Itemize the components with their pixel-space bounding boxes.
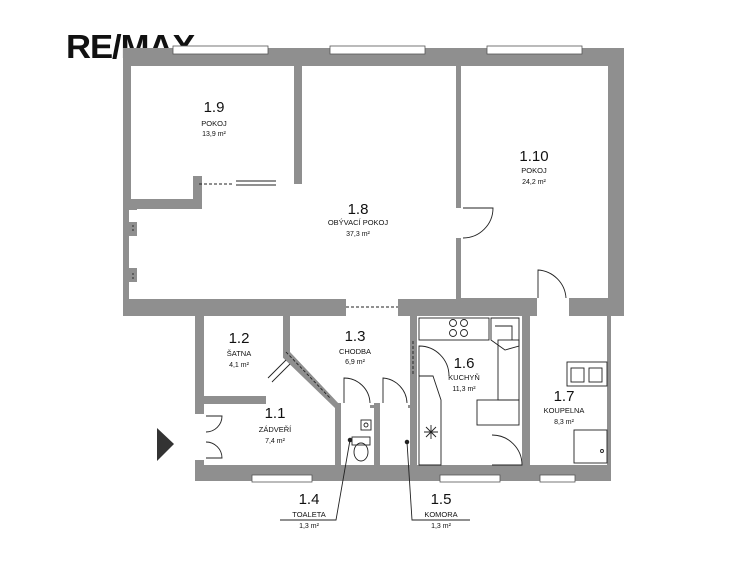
svg-text:1.5: 1.5	[431, 491, 452, 508]
room-label-1-5: 1.5 KOMORA 1,3 m²	[424, 491, 457, 530]
room-label-1-6: 1.6 KUCHYŇ 11,3 m²	[448, 355, 480, 393]
svg-text:ŠATNA: ŠATNA	[227, 349, 251, 358]
svg-text:1,3 m²: 1,3 m²	[299, 523, 320, 530]
svg-text:1.9: 1.9	[204, 99, 225, 116]
room-label-1-1: 1.1 ZÁDVEŘÍ 7,4 m²	[259, 405, 292, 445]
svg-text:4,1 m²: 4,1 m²	[229, 362, 250, 369]
entrance-arrow-icon	[157, 428, 174, 461]
kitchen-fittings	[418, 317, 520, 466]
svg-text:1.1: 1.1	[265, 405, 286, 422]
leader-lines	[280, 437, 470, 521]
room-label-1-8: 1.8 OBÝVACÍ POKOJ 37,3 m²	[328, 201, 389, 238]
walls	[123, 48, 624, 481]
room-label-1-9: 1.9 POKOJ 13,9 m²	[201, 99, 227, 138]
svg-text:37,3 m²: 37,3 m²	[346, 231, 370, 238]
svg-text:CHODBA: CHODBA	[339, 347, 371, 356]
svg-text:OBÝVACÍ POKOJ: OBÝVACÍ POKOJ	[328, 218, 389, 227]
svg-text:1.6: 1.6	[454, 355, 475, 372]
svg-text:11,3 m²: 11,3 m²	[452, 386, 476, 393]
svg-text:1.7: 1.7	[554, 388, 575, 405]
svg-text:KUCHYŇ: KUCHYŇ	[448, 373, 480, 382]
room-label-1-2: 1.2 ŠATNA 4,1 m²	[227, 330, 251, 369]
sink-icon	[490, 317, 520, 351]
svg-text:KOUPELNA: KOUPELNA	[544, 406, 585, 415]
room-label-1-10: 1.10 POKOJ 24,2 m²	[519, 148, 548, 186]
doors	[132, 180, 567, 466]
svg-text:TOALETA: TOALETA	[292, 510, 325, 519]
svg-text:KOMORA: KOMORA	[424, 510, 457, 519]
svg-text:1.3: 1.3	[345, 328, 366, 345]
svg-text:1.8: 1.8	[348, 201, 369, 218]
svg-text:24,2 m²: 24,2 m²	[522, 179, 546, 186]
room-label-1-7: 1.7 KOUPELNA 8,3 m²	[544, 388, 585, 426]
shower-tray-icon	[573, 429, 608, 464]
svg-text:6,9 m²: 6,9 m²	[345, 359, 366, 366]
svg-text:8,3 m²: 8,3 m²	[554, 419, 575, 426]
svg-text:POKOJ: POKOJ	[521, 166, 547, 175]
svg-text:1,3 m²: 1,3 m²	[431, 523, 452, 530]
svg-text:POKOJ: POKOJ	[201, 119, 227, 128]
room-label-1-4: 1.4 TOALETA 1,3 m²	[292, 491, 325, 530]
svg-text:1.10: 1.10	[519, 148, 548, 165]
sink-icon	[570, 367, 585, 383]
svg-text:1.4: 1.4	[299, 491, 320, 508]
bathroom-fittings	[566, 361, 608, 464]
room-label-1-3: 1.3 CHODBA 6,9 m²	[339, 328, 371, 366]
svg-text:13,9 m²: 13,9 m²	[202, 131, 226, 138]
ventilation-icon	[424, 425, 438, 439]
svg-text:1.2: 1.2	[229, 330, 250, 347]
stove-icon	[449, 319, 468, 337]
svg-text:ZÁDVEŘÍ: ZÁDVEŘÍ	[259, 425, 292, 434]
windows	[172, 45, 583, 483]
svg-text:7,4 m²: 7,4 m²	[265, 438, 286, 445]
